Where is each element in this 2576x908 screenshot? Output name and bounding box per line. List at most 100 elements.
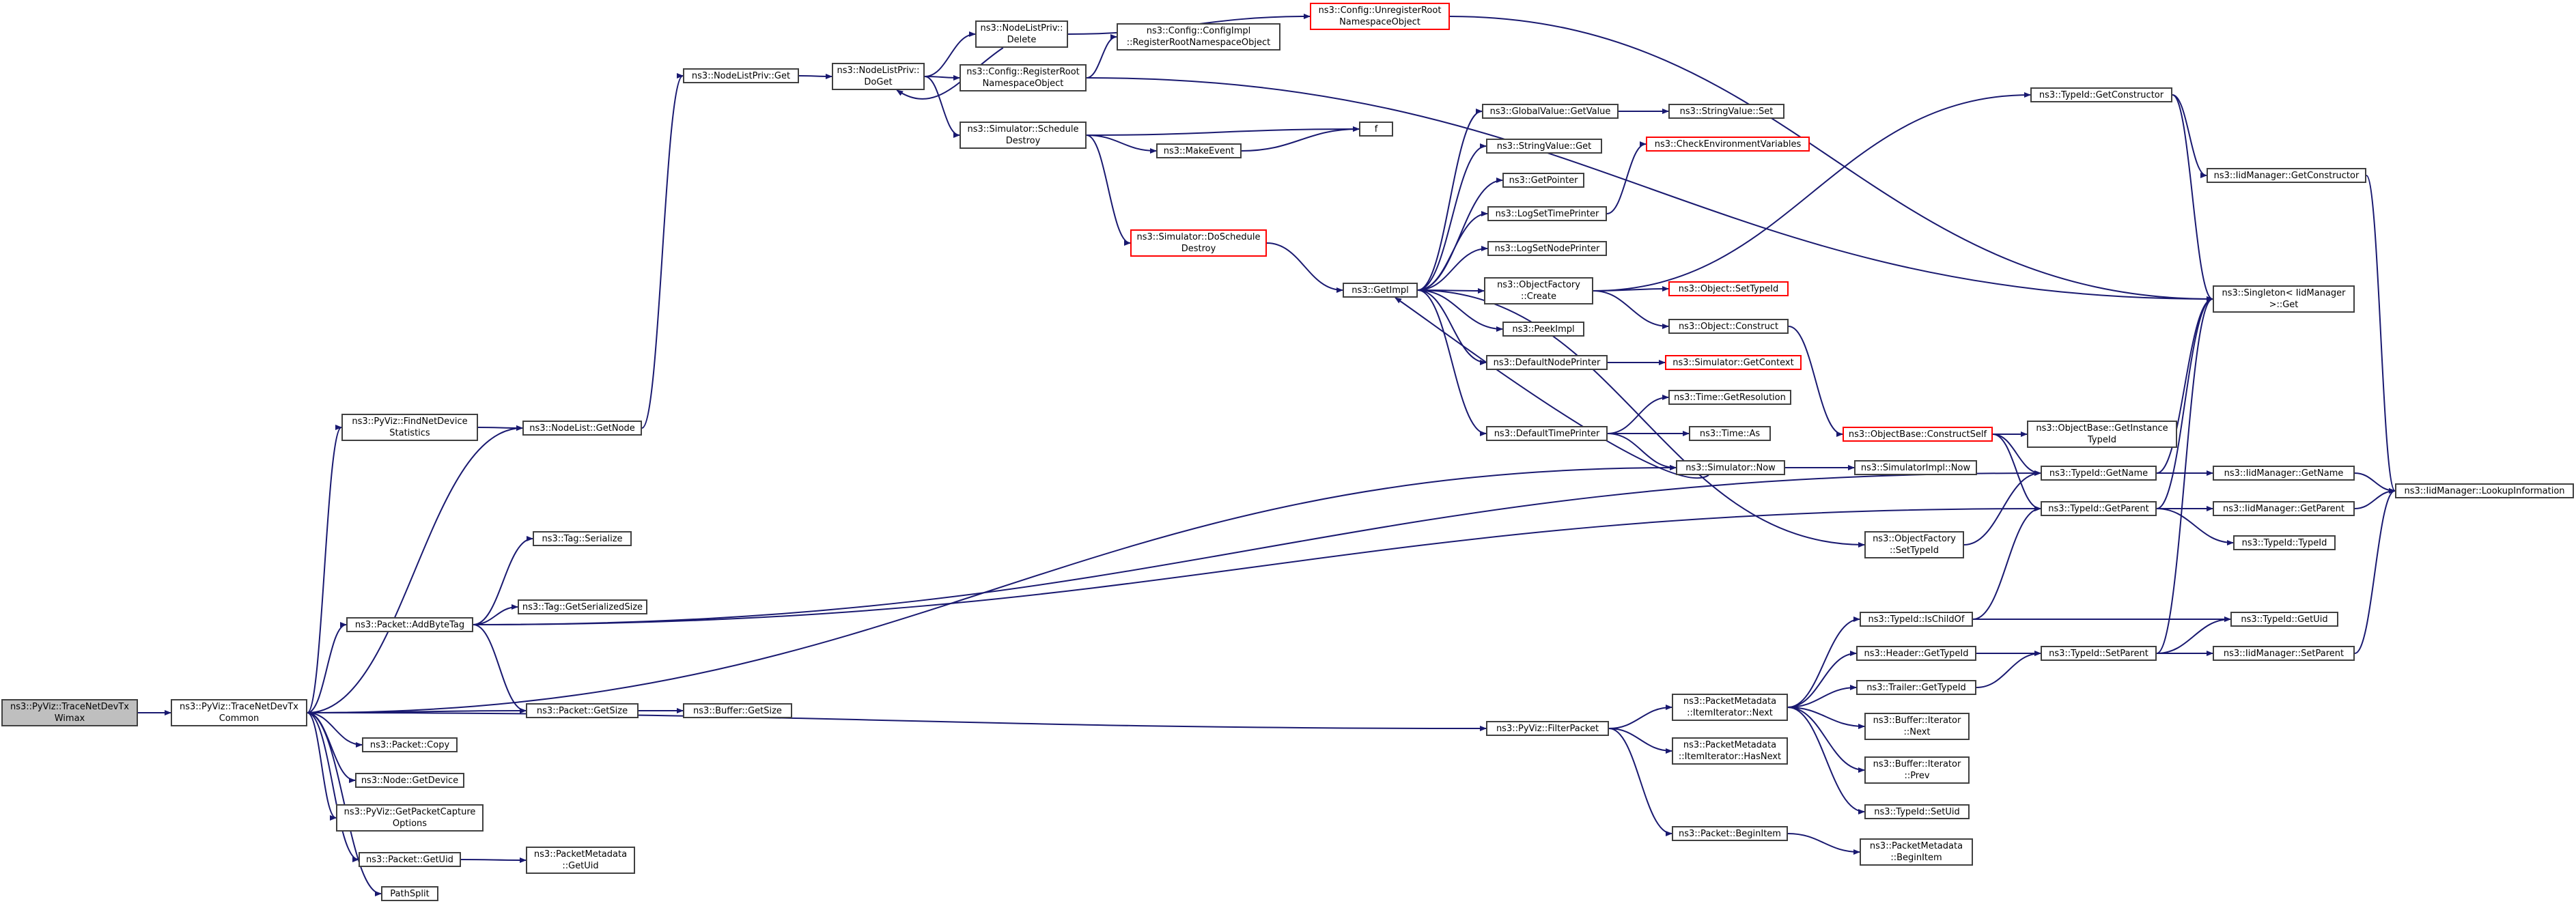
node-pm-beginitem[interactable]: ns3::PacketMetadata::BeginItem: [1860, 838, 1973, 866]
node-simimpl-now[interactable]: ns3::SimulatorImpl::Now: [1854, 460, 1977, 475]
node-header-gettypeid[interactable]: ns3::Header::GetTypeId: [1856, 646, 1976, 661]
node-sim-now[interactable]: ns3::Simulator::Now: [1676, 460, 1785, 475]
node-time-getres[interactable]: ns3::Time::GetResolution: [1668, 390, 1791, 405]
node-label-line: ns3::GlobalValue::GetValue: [1489, 106, 1611, 117]
node-nodelist-getnode[interactable]: ns3::NodeList::GetNode: [522, 421, 642, 436]
call-edge: [1608, 705, 1672, 729]
node-getimpl[interactable]: ns3::GetImpl: [1343, 283, 1418, 298]
node-typeid-getname[interactable]: ns3::TypeId::GetName: [2041, 466, 2157, 481]
node-nlp-doget[interactable]: ns3::NodeListPriv::DoGet: [832, 63, 925, 90]
node-defnodeprinter[interactable]: ns3::DefaultNodePrinter: [1486, 355, 1608, 370]
call-edge: [2156, 296, 2213, 654]
node-typeid-typeid[interactable]: ns3::TypeId::TypeId: [2233, 535, 2336, 550]
node-label-line: ns3::PacketMetadata: [1869, 841, 1963, 851]
node-label-line: ns3::TypeId::SetParent: [2049, 648, 2148, 659]
node-label-line: ns3::Packet::BeginItem: [1679, 828, 1781, 839]
node-packet-getsize[interactable]: ns3::Packet::GetSize: [526, 703, 639, 718]
node-packet-addbytetag[interactable]: ns3::Packet::AddByteTag: [346, 617, 473, 632]
node-label-line: ns3::Config::UnregisterRoot: [1318, 5, 1442, 16]
node-nlp-delete[interactable]: ns3::NodeListPriv::Delete: [975, 20, 1068, 48]
node-objfactory-settypeid[interactable]: ns3::ObjectFactory::SetTypeId: [1864, 531, 1964, 558]
node-gv-getvalue[interactable]: ns3::GlobalValue::GetValue: [1482, 104, 1619, 119]
node-packet-beginitem[interactable]: ns3::Packet::BeginItem: [1672, 826, 1788, 841]
node-node-getdevice[interactable]: ns3::Node::GetDevice: [355, 773, 464, 788]
call-edge: [2354, 472, 2396, 494]
call-edge: [1787, 833, 1860, 855]
node-cfg-impl-reg[interactable]: ns3::Config::ConfigImpl::RegisterRootNam…: [1117, 23, 1280, 51]
node-time-as[interactable]: ns3::Time::As: [1689, 426, 1771, 441]
node-packet-copy[interactable]: ns3::Packet::Copy: [362, 737, 458, 752]
node-pyviz-filterpacket[interactable]: ns3::PyViz::FilterPacket: [1486, 721, 1609, 736]
node-label-line: Options: [392, 819, 428, 829]
node-strval-get[interactable]: ns3::StringValue::Get: [1486, 139, 1602, 154]
node-obj-construct[interactable]: ns3::Object::Construct: [1668, 319, 1789, 334]
node-buffer-it-prev[interactable]: ns3::Buffer::Iterator::Prev: [1864, 756, 1970, 784]
node-typeid-setparent[interactable]: ns3::TypeId::SetParent: [2041, 646, 2157, 661]
node-label-line: ns3::IidManager::GetConstructor: [2213, 170, 2360, 181]
node-typeid-getparent[interactable]: ns3::TypeId::GetParent: [2041, 501, 2157, 516]
node-label-line: Statistics: [389, 428, 430, 438]
node-buffer-it-next[interactable]: ns3::Buffer::Iterator::Next: [1864, 713, 1970, 740]
node-logsetnode[interactable]: ns3::LogSetNodePrinter: [1487, 241, 1607, 256]
node-singleton-get[interactable]: ns3::Singleton< IidManager >::Get: [2213, 285, 2355, 313]
node-label-line: ns3::Tag::GetSerializedSize: [522, 601, 643, 612]
node-checkenv[interactable]: ns3::CheckEnvironmentVariables: [1646, 137, 1810, 152]
call-edge: [1417, 178, 1503, 291]
call-edge: [307, 425, 523, 713]
node-label-line: ns3::GetPointer: [1509, 175, 1578, 186]
node-pm-getuid[interactable]: ns3::PacketMetadata::GetUid: [526, 847, 635, 874]
node-tag-getserialsize[interactable]: ns3::Tag::GetSerializedSize: [518, 599, 647, 614]
node-strval-set[interactable]: ns3::StringValue::Set: [1668, 104, 1784, 119]
node-trailer-gettypeid[interactable]: ns3::Trailer::GetTypeId: [1856, 680, 1976, 695]
node-label-line: ns3::IidManager::GetParent: [2222, 503, 2345, 514]
node-obj-settypeid[interactable]: ns3::Object::SetTypeId: [1668, 281, 1789, 296]
node-typeid-getconstructor[interactable]: ns3::TypeId::GetConstructor: [2030, 87, 2172, 102]
node-typeid-getuid[interactable]: ns3::TypeId::GetUid: [2230, 612, 2338, 627]
node-nlp-get[interactable]: ns3::NodeListPriv::Get: [683, 68, 799, 83]
node-logsettime[interactable]: ns3::LogSetTimePrinter: [1487, 206, 1607, 221]
call-edge: [2156, 616, 2231, 654]
node-label-line: TypeId: [2088, 435, 2116, 445]
node-peekimpl[interactable]: ns3::PeekImpl: [1502, 322, 1584, 337]
node-deftimeprinter[interactable]: ns3::DefaultTimePrinter: [1486, 426, 1608, 441]
node-pm-itemit-next[interactable]: ns3::PacketMetadata::ItemIterator::Next: [1672, 694, 1788, 721]
node-iidm-setparent[interactable]: ns3::IidManager::SetParent: [2213, 646, 2355, 661]
call-edge: [1086, 134, 1157, 154]
node-makeevent[interactable]: ns3::MakeEvent: [1156, 143, 1242, 158]
node-pm-itemit-hasnext[interactable]: ns3::PacketMetadata::ItemIterator::HasNe…: [1672, 737, 1788, 765]
node-iidm-getconstructor[interactable]: ns3::IidManager::GetConstructor: [2207, 168, 2366, 183]
node-sim-getcontext[interactable]: ns3::Simulator::GetContext: [1665, 355, 1802, 370]
node-objfactory-create[interactable]: ns3::ObjectFactory::Create: [1484, 277, 1593, 304]
call-edge: [307, 465, 1677, 713]
node-buffer-getsize[interactable]: ns3::Buffer::GetSize: [683, 703, 792, 718]
node-getpointer[interactable]: ns3::GetPointer: [1502, 173, 1584, 188]
node-label-line: ns3::IidManager::LookupInformation: [2404, 485, 2565, 496]
call-edge: [1992, 434, 2041, 476]
node-label-line: Destroy: [1005, 136, 1041, 146]
node-packet-getuid[interactable]: ns3::Packet::GetUid: [359, 852, 461, 867]
node-tag-serialize[interactable]: ns3::Tag::Serialize: [533, 531, 632, 546]
node-iidm-getname[interactable]: ns3::IidManager::GetName: [2213, 466, 2355, 481]
node-typeid-ischildof[interactable]: ns3::TypeId::IsChildOf: [1860, 612, 1973, 627]
call-edge: [307, 712, 359, 862]
node-label-line: ::RegisterRootNamespaceObject: [1126, 38, 1271, 48]
node-f[interactable]: f: [1359, 122, 1393, 137]
node-iidm-getparent[interactable]: ns3::IidManager::GetParent: [2213, 501, 2355, 516]
node-label-line: ns3::Packet::Copy: [369, 739, 450, 750]
node-typeid-setuid[interactable]: ns3::TypeId::SetUid: [1864, 804, 1970, 819]
node-label-line: ns3::SimulatorImpl::Now: [1860, 462, 1971, 473]
node-label-line: ns3::PyViz::FilterPacket: [1496, 723, 1599, 734]
node-pathsplit[interactable]: PathSplit: [381, 886, 438, 901]
node-label-line: DoGet: [864, 77, 893, 87]
call-edge: [2156, 508, 2234, 545]
node-iidm-lookup[interactable]: ns3::IidManager::LookupInformation: [2395, 483, 2574, 498]
node-objbase-constructself[interactable]: ns3::ObjectBase::ConstructSelf: [1843, 427, 1993, 442]
